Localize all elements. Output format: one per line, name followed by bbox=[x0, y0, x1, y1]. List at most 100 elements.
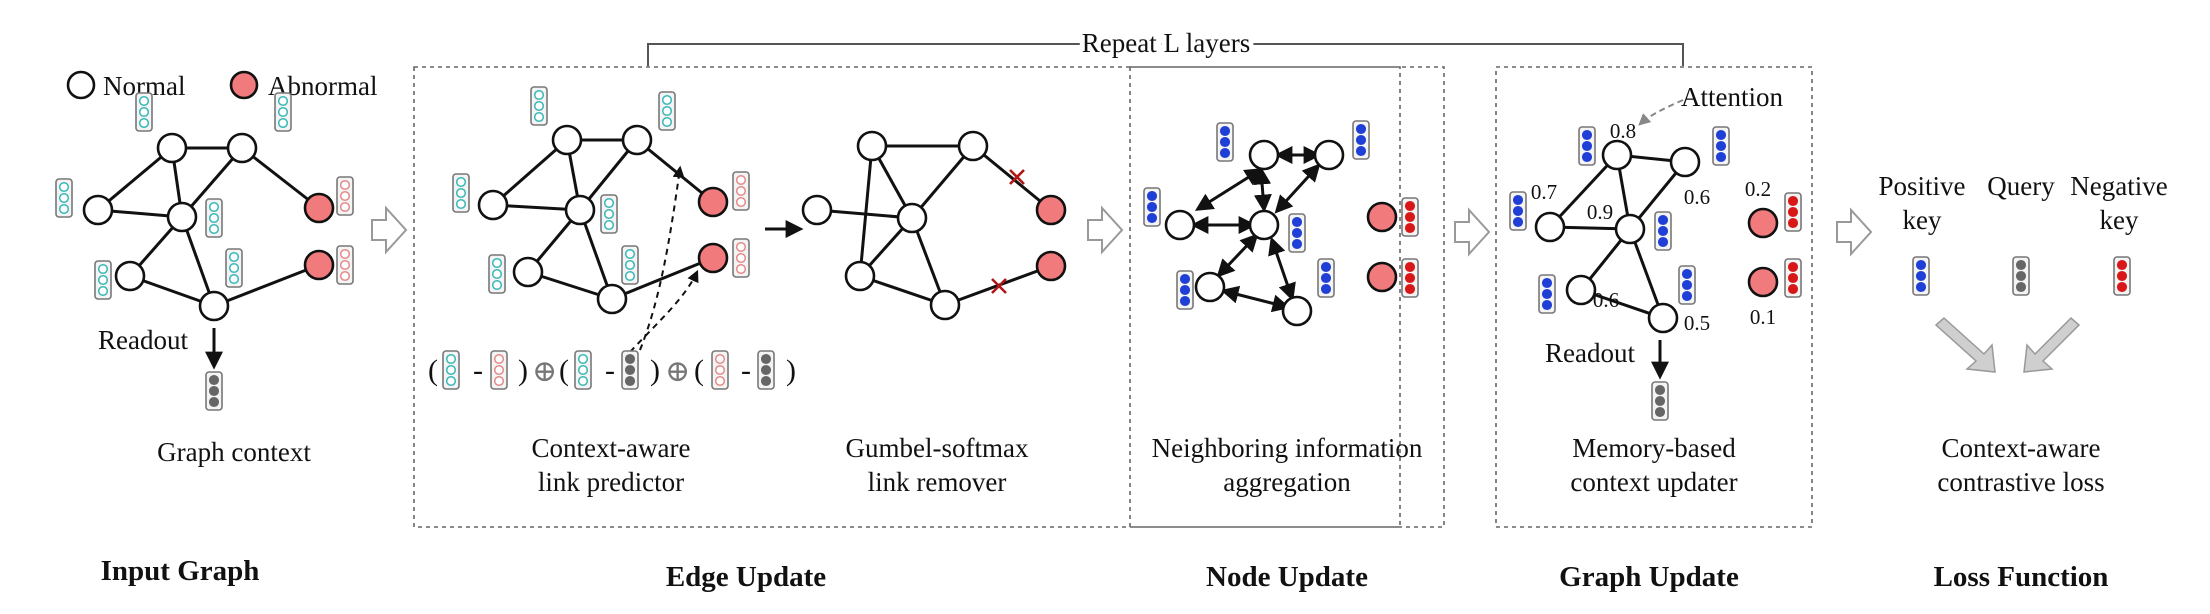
query-label: Query bbox=[1987, 171, 2055, 201]
embedding-vector-icon bbox=[1352, 120, 1370, 160]
embedding-vector-icon bbox=[336, 245, 354, 285]
positive-key-label-line1: Positive bbox=[1878, 171, 1965, 201]
embedding-vector-icon bbox=[205, 198, 223, 238]
svg-text:-: - bbox=[473, 354, 483, 387]
embedding-vector-icon bbox=[1401, 258, 1419, 298]
embedding-vector-icon bbox=[1216, 122, 1234, 162]
flow-arrow-icon bbox=[1087, 205, 1124, 255]
embedding-vector-icon bbox=[1784, 192, 1802, 232]
svg-text:(: ( bbox=[428, 354, 438, 387]
abnormal-node-legend-icon bbox=[229, 70, 259, 100]
graph-context-embedding-icon bbox=[205, 371, 223, 411]
embedding-vector-icon bbox=[1401, 197, 1419, 237]
removed-edge-mark bbox=[991, 169, 1025, 294]
svg-text:): ) bbox=[650, 354, 660, 387]
svg-text:0.8: 0.8 bbox=[1610, 119, 1636, 143]
embedding-vector-icon bbox=[1578, 126, 1596, 166]
svg-text:): ) bbox=[518, 354, 528, 387]
graph-update-panel bbox=[1495, 66, 1813, 528]
embedding-vector-icon bbox=[490, 350, 508, 390]
section-title-edge: Edge Update bbox=[666, 561, 826, 593]
embedding-vector-icon bbox=[1784, 258, 1802, 298]
negative-key-label-line2: key bbox=[2100, 205, 2139, 235]
svg-text:): ) bbox=[786, 354, 796, 387]
svg-text:-: - bbox=[741, 354, 751, 387]
flow-arrow-icon bbox=[1454, 207, 1491, 257]
query-embedding-icon bbox=[2012, 256, 2030, 296]
converge-arrow-icon bbox=[1934, 316, 1996, 373]
negative-key-label-line1: Negative bbox=[2070, 171, 2167, 201]
positive-key-embedding-icon bbox=[1912, 256, 1930, 296]
embedding-vector-icon bbox=[1678, 265, 1696, 305]
embedding-vector-icon bbox=[711, 350, 729, 390]
embedding-vector-icon bbox=[1538, 274, 1556, 314]
section-title-graph: Graph Update bbox=[1559, 561, 1739, 593]
svg-text:0.1: 0.1 bbox=[1750, 305, 1776, 329]
link-predictor-label-line1: Context-aware bbox=[532, 433, 691, 463]
svg-text:0.6: 0.6 bbox=[1684, 185, 1710, 209]
embedding-vector-icon bbox=[1654, 211, 1672, 251]
negative-key-embedding-icon bbox=[2113, 256, 2131, 296]
embedding-vector-icon bbox=[621, 245, 639, 285]
embedding-vector-icon bbox=[225, 248, 243, 288]
repeat-bracket: Repeat L layers bbox=[647, 23, 1684, 66]
loss-panel: Positive key Query Negative key Context-… bbox=[1878, 171, 2167, 497]
flow-arrow-icon bbox=[371, 205, 408, 255]
graph-readout-label: Readout bbox=[1545, 338, 1635, 368]
svg-text:0.7: 0.7 bbox=[1531, 180, 1557, 204]
embedding-vector-icon bbox=[1176, 270, 1194, 310]
embedding-vector-icon bbox=[94, 260, 112, 300]
flow-arrow-icon bbox=[1836, 207, 1873, 257]
embedding-vector-icon bbox=[732, 238, 750, 278]
edge-update-panel bbox=[413, 66, 1401, 528]
section-title-input: Input Graph bbox=[101, 555, 260, 587]
embedding-vector-icon bbox=[1509, 191, 1527, 231]
svg-text:0.6: 0.6 bbox=[1593, 288, 1619, 312]
svg-text:0.5: 0.5 bbox=[1684, 311, 1710, 335]
node-embedding-icons bbox=[55, 92, 354, 300]
attention-weights: 0.8 0.7 0.9 0.6 0.6 0.5 0.2 0.1 bbox=[1531, 119, 1776, 335]
link-remover-label-line2: link remover bbox=[868, 467, 1007, 497]
aggregation-graph bbox=[1143, 120, 1419, 327]
node-update-label-line2: aggregation bbox=[1223, 467, 1351, 497]
embedding-vector-icon bbox=[135, 92, 153, 132]
svg-text:0.9: 0.9 bbox=[1587, 200, 1613, 224]
embedding-vector-icon bbox=[574, 350, 592, 390]
embedding-vector-icon bbox=[336, 176, 354, 216]
embedding-vector-icon bbox=[1143, 187, 1161, 227]
graph-context-label: Graph context bbox=[157, 437, 311, 467]
embedding-vector-icon bbox=[1317, 258, 1335, 298]
svg-text:⊕: ⊕ bbox=[665, 355, 690, 388]
svg-text:(: ( bbox=[559, 354, 569, 387]
embedding-vector-icon bbox=[1712, 126, 1730, 166]
link-predictor-graph bbox=[452, 86, 750, 353]
embedding-vector-icon bbox=[658, 91, 676, 131]
input-readout-label: Readout bbox=[98, 325, 188, 355]
svg-text:(: ( bbox=[694, 354, 704, 387]
embedding-vector-icon bbox=[600, 194, 618, 234]
input-graph: Readout Graph context bbox=[55, 92, 354, 467]
graph-update-label-line2: context updater bbox=[1570, 467, 1737, 497]
loss-caption-line1: Context-aware bbox=[1942, 433, 2101, 463]
node-update-label-line1: Neighboring information bbox=[1152, 433, 1423, 463]
repeat-label: Repeat L layers bbox=[1082, 28, 1250, 58]
embedding-vector-icon bbox=[530, 86, 548, 126]
link-predictor-label-line2: link predictor bbox=[538, 467, 684, 497]
embedding-vector-icon bbox=[1288, 213, 1306, 253]
embedding-vector-icon bbox=[274, 92, 292, 132]
embedding-vector-icon bbox=[452, 173, 470, 213]
node-update-panel bbox=[1129, 66, 1445, 528]
embedding-vector-icon bbox=[55, 178, 73, 218]
embedding-vector-icon bbox=[621, 350, 639, 390]
loss-caption-line2: contrastive loss bbox=[1937, 467, 2104, 497]
attention-graph bbox=[1509, 99, 1802, 334]
attention-label: Attention bbox=[1681, 82, 1783, 112]
embedding-vector-icon bbox=[757, 350, 775, 390]
link-remover-graph bbox=[801, 130, 1067, 321]
normal-node-legend-icon bbox=[66, 70, 96, 100]
svg-text:-: - bbox=[605, 354, 615, 387]
link-remover-label-line1: Gumbel-softmax bbox=[846, 433, 1029, 463]
link-predictor-formula: ( - ) ⊕ ( - ) ⊕ ( - ) bbox=[428, 350, 796, 390]
section-title-loss: Loss Function bbox=[1934, 561, 2109, 593]
